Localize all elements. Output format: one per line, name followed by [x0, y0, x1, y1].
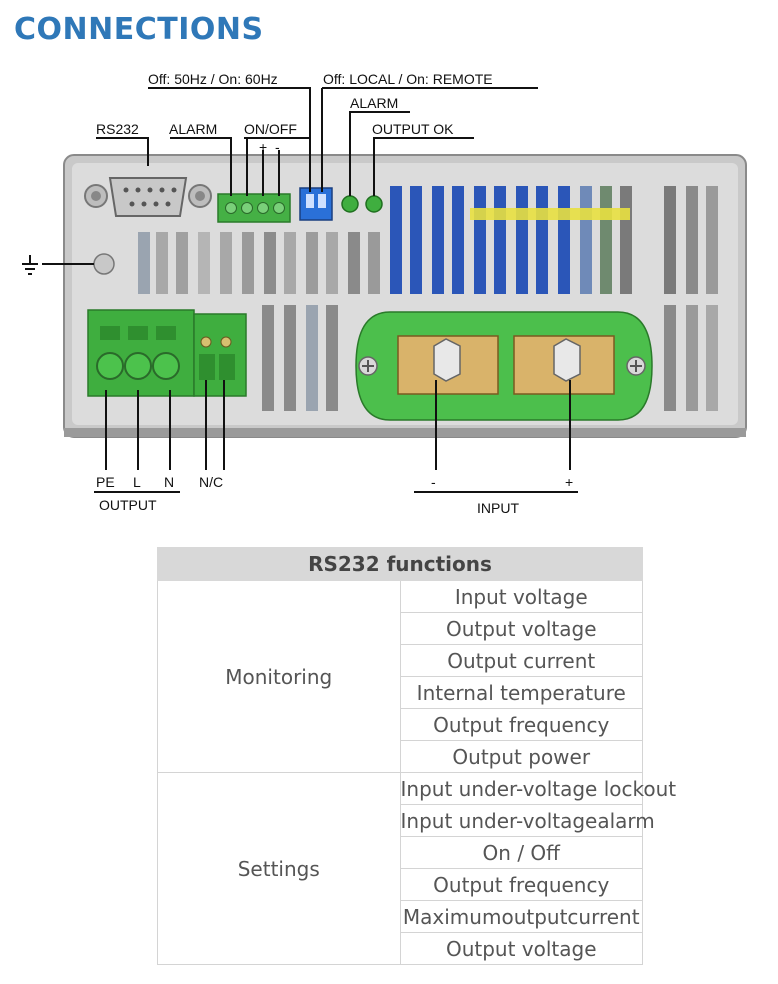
freq-switch-label: Off: 50Hz / On: 60Hz [148, 71, 278, 87]
table-cell: Input voltage [399, 580, 643, 613]
table-row: Output current [158, 644, 643, 677]
group-settings: Settings [157, 772, 401, 965]
table-row: Output frequency [158, 868, 643, 901]
alarm-onoff-terminal-block [217, 193, 291, 223]
onoff-minus-label: - [275, 139, 280, 155]
table-cell: Output frequency [399, 708, 643, 741]
table-cell: Input under-voltage lockout [399, 772, 676, 805]
onoff-plus-label: + [259, 139, 267, 155]
table-cell: Output voltage [399, 612, 643, 645]
table-row: Output power [158, 740, 643, 773]
output-ok-led-indicator [365, 195, 383, 213]
dip-switch [299, 187, 333, 221]
output-label: OUTPUT [99, 497, 157, 513]
input-label: INPUT [477, 500, 519, 516]
input-minus-label: - [431, 474, 436, 490]
ground-screw [93, 253, 115, 275]
table-row: Maximumoutputcurrent [158, 900, 643, 933]
connection-diagram: Off: 50Hz / On: 60Hz Off: LOCAL / On: RE… [22, 71, 747, 516]
nc-label: N/C [199, 474, 223, 490]
input-plus-label: + [565, 474, 573, 490]
table-row: On / Off [158, 836, 643, 869]
table-cell: On / Off [399, 836, 643, 869]
table-header: RS232 functions [157, 547, 643, 581]
leader-lines [94, 87, 578, 493]
table-cell: Output power [399, 740, 643, 773]
rs232-label: RS232 [96, 121, 139, 137]
table-cell: Output current [399, 644, 643, 677]
table-row: Internal temperature [158, 676, 643, 709]
alarm-terminal-label: ALARM [169, 121, 217, 137]
l-label: L [133, 474, 141, 490]
output-ok-label: OUTPUT OK [372, 121, 454, 137]
n-label: N [164, 474, 174, 490]
table-cell: Output frequency [399, 868, 643, 901]
alarm-led-indicator [341, 195, 359, 213]
rs232-connector [84, 177, 212, 217]
table-cell: Internal temperature [399, 676, 643, 709]
group-monitoring: Monitoring [157, 580, 401, 773]
table-row: Output voltage [158, 932, 643, 965]
table-cell: Maximumoutputcurrent [399, 900, 643, 933]
onoff-terminal-label: ON/OFF [244, 121, 297, 137]
pe-label: PE [96, 474, 115, 490]
table-cell: Input under-voltagealarm [399, 804, 655, 837]
rs232-functions-table: RS232 functions Monitoring Input voltage… [157, 547, 676, 965]
table-row: Output voltage [158, 612, 643, 645]
table-row: Monitoring Input voltage [157, 580, 643, 773]
alarm-led-label: ALARM [350, 95, 398, 111]
vent-slots [138, 186, 718, 411]
ground-icon [22, 255, 94, 275]
page-title: CONNECTIONS [14, 12, 264, 47]
table-cell: Output voltage [399, 932, 643, 965]
output-terminal-block [87, 309, 247, 397]
table-row: Settings Input under-voltage lockout [157, 772, 676, 965]
remote-switch-label: Off: LOCAL / On: REMOTE [323, 71, 493, 87]
input-terminal [355, 311, 653, 421]
